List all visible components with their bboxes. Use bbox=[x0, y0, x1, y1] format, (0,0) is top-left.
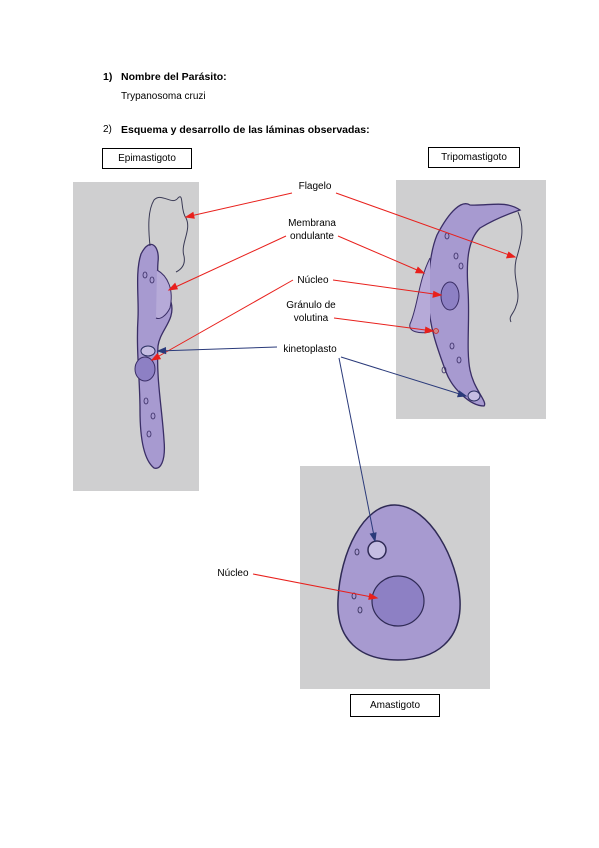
epimastigoto-drawing bbox=[134, 196, 189, 469]
section2-title: Esquema y desarrollo de las láminas obse… bbox=[121, 124, 370, 136]
epimastigoto-kinetoplast bbox=[140, 345, 156, 357]
epimastigoto-nucleus bbox=[134, 356, 156, 382]
section2-number: 2) bbox=[103, 124, 112, 135]
tripomastigoto-nucleus bbox=[440, 281, 460, 311]
label-nucleo-amastigoto: Núcleo bbox=[217, 568, 249, 579]
tripomastigoto-flagellum bbox=[509, 211, 523, 323]
tripomastigoto-box: Tripomastigoto bbox=[428, 147, 520, 168]
tripomastigoto-kinetoplast bbox=[467, 390, 481, 402]
blue-arrows bbox=[156, 346, 468, 543]
label-nucleo: Núcleo bbox=[297, 275, 329, 286]
label-granulo-1: Gránulo de bbox=[286, 300, 336, 311]
amastigoto-box: Amastigoto bbox=[350, 694, 440, 717]
parasite-name: Trypanosoma cruzi bbox=[121, 91, 206, 102]
epimastigoto-flagellum bbox=[148, 196, 189, 273]
tripomastigoto-granule bbox=[433, 328, 439, 334]
tripomastigoto-body bbox=[427, 203, 522, 407]
red-arrows bbox=[150, 192, 517, 600]
tripomastigoto-membrane bbox=[409, 257, 431, 334]
tripomastigoto-drawing bbox=[409, 203, 523, 407]
epimastigoto-membrane bbox=[155, 269, 172, 319]
amastigoto-kinetoplast bbox=[367, 540, 387, 560]
label-membrana-1: Membrana bbox=[288, 218, 336, 229]
label-granulo-2: volutina bbox=[293, 313, 329, 324]
amastigoto-nucleus bbox=[371, 575, 425, 627]
label-membrana-2: ondulante bbox=[290, 231, 334, 242]
section1-number: 1) bbox=[103, 71, 113, 83]
epimastigoto-photo bbox=[73, 182, 199, 491]
epimastigoto-box: Epimastigoto bbox=[102, 148, 192, 169]
label-flagelo: Flagelo bbox=[298, 181, 332, 192]
amastigoto-drawing bbox=[337, 504, 461, 661]
label-kinetoplasto: kinetoplasto bbox=[283, 344, 337, 355]
section1-title: Nombre del Parásito: bbox=[121, 71, 227, 83]
